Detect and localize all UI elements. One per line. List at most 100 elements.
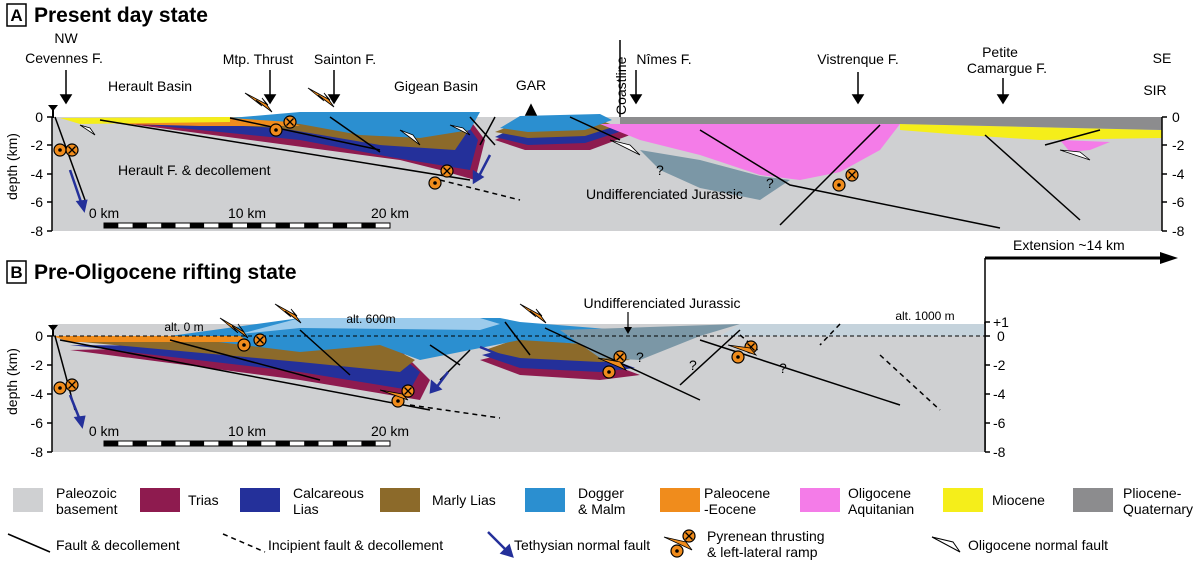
legend-swatch-dogger [525,488,565,512]
question-b2: ? [689,357,697,373]
legend: Paleozoic basement Trias Calcareous Lias… [7,485,1193,560]
tick-a-4: -4 [31,166,44,182]
tick-a-8: -8 [31,223,44,239]
panel-a-title: Present day state [34,4,208,27]
legend-swatch-paleocene [660,488,700,512]
undiff-jurassic-label-a: Undifferenciated Jurassic [586,186,743,202]
undiff-jurassic-b [560,324,740,360]
extension-label: Extension ~14 km [1013,237,1125,253]
legend-label-paleocene-2: -Eocene [704,501,756,517]
alt1000-label: alt. 1000 m [895,309,954,323]
legend-swatch-marly-lias [380,488,420,512]
nimes-label: Nîmes F. [636,51,691,67]
gar-label: GAR [516,77,546,93]
question-a2: ? [766,175,774,191]
tick-b-r4: -4 [993,386,1006,402]
alt600-label: alt. 600m [346,312,395,326]
legend-swatch-trias [140,488,180,512]
alt0-label: alt. 0 m [164,320,203,334]
legend-swatch-miocene [943,488,983,512]
tick-a-r4: -4 [1172,166,1185,182]
tick-a-2: -2 [31,137,44,153]
legend-swatch-oligocene [800,488,840,512]
vistrenque-label: Vistrenque F. [817,51,898,67]
pyrenean-arrows-b [219,303,758,401]
herault-fault-label: Herault F. & decollement [118,162,271,178]
scale-bar-a [103,222,391,229]
scale-b-0: 0 km [89,423,119,439]
gigean-label: Gigean Basin [394,78,478,94]
tick-a-r8: -8 [1172,223,1185,239]
legend-label-dogger-2: & Malm [578,501,625,517]
tick-b-4: -4 [31,386,44,402]
tick-a-r0: 0 [1172,109,1180,125]
legend-label-pyrenean-1: Pyrenean thrusting [707,528,825,544]
tick-a-r6: -6 [1172,194,1185,210]
panel-b-letter-box [6,260,27,284]
legend-label-tethysian: Tethysian normal fault [514,537,650,553]
panel-b-title: Pre-Oligocene rifting state [34,261,297,284]
legend-label-oligocene-1: Oligocene [848,485,911,501]
legend-label-paleocene-1: Paleocene [704,485,770,501]
scale-a-20: 20 km [371,205,409,221]
legend-label-oligocene-2: Aquitanian [848,501,914,517]
legend-label-dogger-1: Dogger [578,485,624,501]
legend-label-calcareous-1: Calcareous [293,485,364,501]
miocene-a [60,117,230,124]
depth-axis-a [47,116,1167,232]
tick-b-0: 0 [35,328,43,344]
scale-b-20: 20 km [371,423,409,439]
tick-b-r8: -8 [993,444,1006,460]
tick-b-2: -2 [31,357,44,373]
question-b1: ? [636,349,644,365]
tethysian-arrows-b [68,345,501,429]
tick-b-r6: -6 [993,415,1006,431]
question-a1: ? [656,162,664,178]
tick-a-0: 0 [35,109,43,125]
coastline-label: Coastline [613,56,629,115]
camargue-label: Camargue F. [967,60,1047,76]
scale-b-10: 10 km [228,423,266,439]
legend-label-paleozoic-2: basement [56,501,118,517]
mtp-thrust-label: Mtp. Thrust [223,51,294,67]
undiff-jurassic-label-b: Undifferenciated Jurassic [584,295,741,311]
tick-a-r2: -2 [1172,137,1185,153]
legend-swatch-pliocene [1073,488,1113,512]
depth-axis-b [47,321,990,453]
pliocene-quaternary-a [620,117,1162,130]
pyrenean-arrows-a [244,87,335,113]
paleocene-eocene-b [52,336,250,342]
depth-axis-label-a: depth (km) [4,133,20,200]
scale-a-10: 10 km [228,205,266,221]
legend-label-marly-lias: Marly Lias [432,492,496,508]
faults-a [54,116,1101,229]
oligocene-aquitanian-a [600,124,900,180]
legend-label-paleozoic-1: Paleozoic [56,485,117,501]
panel-a: A Present day state [4,3,1185,239]
legend-label-fault: Fault & decollement [56,537,180,553]
depth-axis-label-b: depth (km) [4,348,20,415]
legend-swatch-calcareous-lias [240,488,280,512]
legend-label-pyrenean-2: & left-lateral ramp [707,544,818,560]
legend-label-miocene: Miocene [992,492,1045,508]
legend-oligocene-symbol [931,536,961,553]
legend-swatch-paleozoic [13,488,43,512]
legend-label-calcareous-2: Lias [293,501,319,517]
scale-bar-b [103,440,391,447]
tick-b-r2: -2 [993,357,1006,373]
cevennes-label: Cevennes F. [25,50,103,66]
tick-b-6: -6 [31,415,44,431]
legend-fault-line [7,533,51,553]
tick-b-r1: +1 [993,314,1009,330]
tick-b-r0: 0 [997,328,1005,344]
tick-b-8: -8 [31,444,44,460]
tick-a-6: -6 [31,194,44,210]
panel-a-letter: A [10,6,22,25]
nw-label: NW [54,30,78,46]
legend-label-trias: Trias [188,492,219,508]
sainton-label: Sainton F. [314,51,376,67]
faults-b [52,321,985,419]
scale-a-0: 0 km [89,205,119,221]
legend-label-pliocene-2: Quaternary [1123,501,1193,517]
